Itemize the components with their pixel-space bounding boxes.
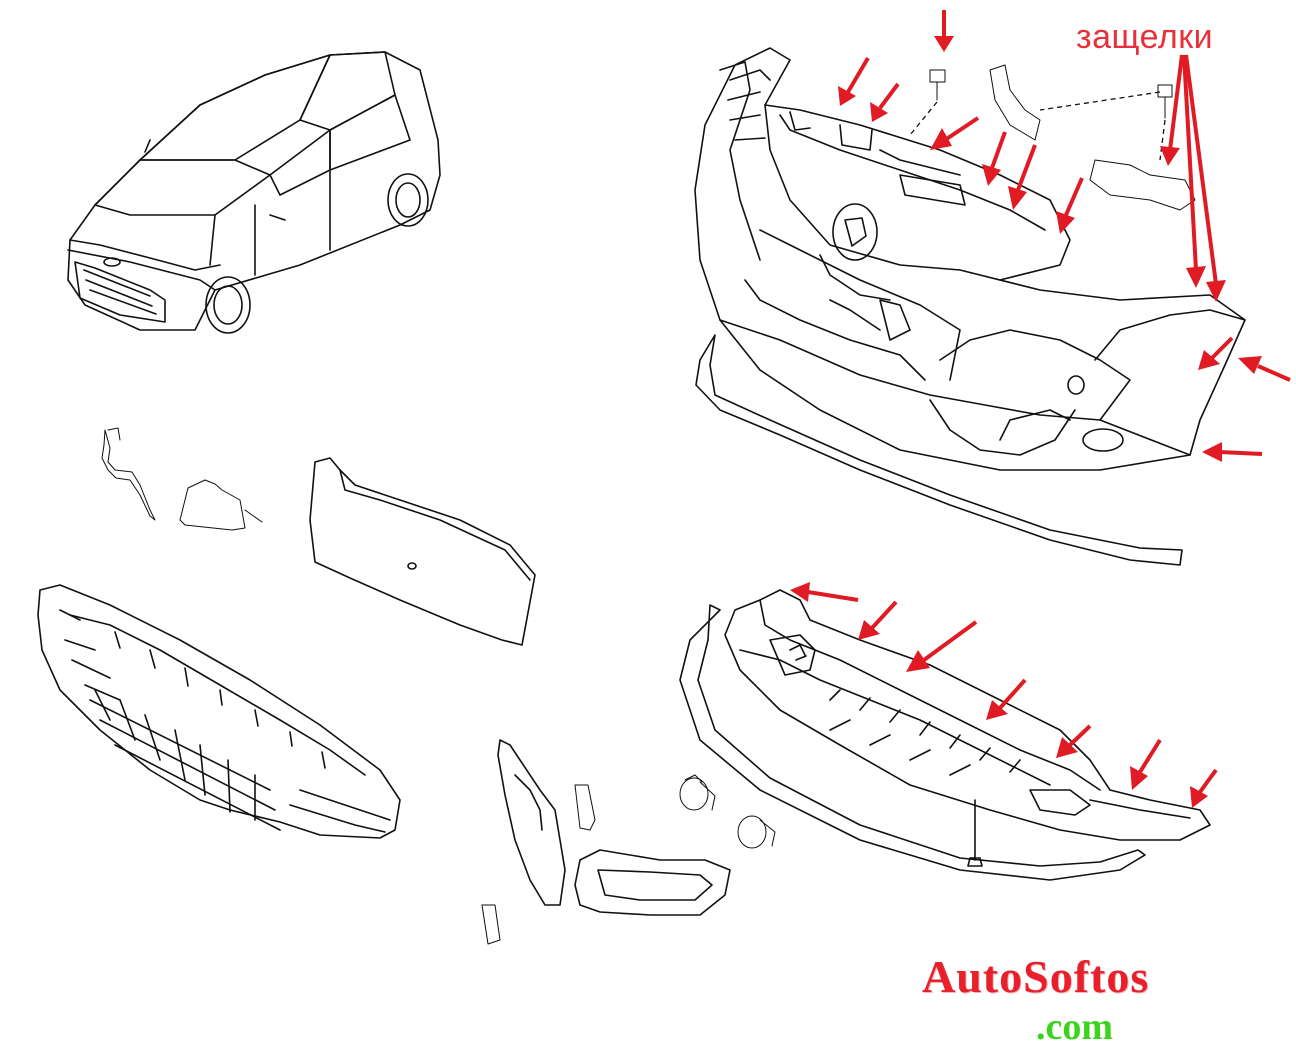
watermark-brand: AutoSoftos <box>922 951 1150 1002</box>
watermark-domain: .com <box>1036 1006 1114 1048</box>
arrow-tray-4 <box>986 678 1027 720</box>
bracket-left <box>101 427 156 521</box>
arrow-top-2 <box>870 82 900 122</box>
arrow-side-1 <box>1198 336 1234 370</box>
fog-lamp-right <box>737 815 776 849</box>
front-bumper-cover <box>694 47 1246 471</box>
bracket-small-plate <box>179 479 263 531</box>
fog-lamp-left <box>679 774 716 811</box>
center-grille-panel <box>309 457 536 646</box>
arrow-tray-1 <box>790 582 859 602</box>
car-illustration <box>67 51 441 334</box>
arrow-side-3 <box>1202 442 1263 462</box>
lower-grille <box>37 584 401 839</box>
under-tray-shield <box>724 589 1211 867</box>
arrow-mid-3 <box>1056 177 1084 234</box>
dash-line-1 <box>909 101 938 136</box>
arrow-top-3 <box>930 116 980 150</box>
fog-bezel-left <box>497 739 566 906</box>
lower-spoiler <box>679 604 1146 881</box>
dash-line-3 <box>1159 119 1166 161</box>
front-bumper-lip-upper <box>695 334 1183 566</box>
arrow-mid-2 <box>1008 144 1037 210</box>
dash-line-2 <box>1039 91 1161 111</box>
arrow-markers <box>790 10 1291 808</box>
arrow-latch-1 <box>1160 54 1184 166</box>
arrow-side-2 <box>1238 356 1291 382</box>
clip-fasteners-top <box>929 64 1196 211</box>
fog-bezel-right <box>574 849 731 916</box>
latches-label: защелки <box>1076 18 1214 56</box>
arrow-latch-2 <box>1182 54 1206 288</box>
small-clip-b <box>481 904 501 945</box>
arrow-mid-1 <box>982 131 1007 186</box>
arrow-latch-3 <box>1184 54 1226 302</box>
arrow-tray-2 <box>858 600 898 640</box>
arrow-tray-7 <box>1190 768 1218 808</box>
arrow-top-center <box>934 10 954 52</box>
arrow-tray-6 <box>1130 738 1162 790</box>
small-clip-a <box>574 784 596 831</box>
arrow-tray-3 <box>906 620 978 672</box>
arrow-tray-5 <box>1056 724 1092 758</box>
arrow-top-1 <box>838 56 870 106</box>
